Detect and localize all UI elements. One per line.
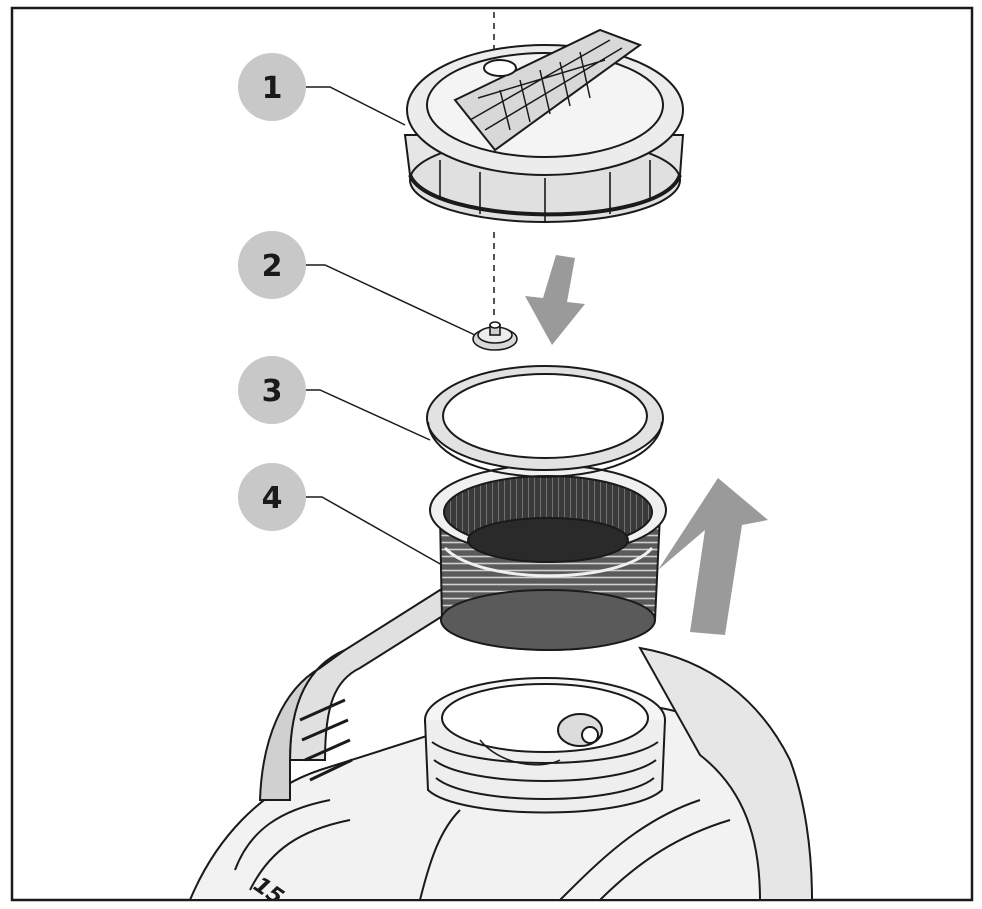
callout-number: 3 [262, 374, 283, 409]
filter-basket [429, 464, 667, 651]
callout-number: 1 [262, 71, 283, 106]
callout-4: 4 [238, 463, 443, 566]
callout-2: 2 [238, 231, 476, 336]
callout-1: 1 [238, 53, 406, 126]
up-arrow-icon [658, 478, 768, 635]
sprayer-tank [188, 588, 814, 900]
cap [403, 28, 685, 223]
small-seal [472, 321, 518, 351]
callout-number: 4 [262, 481, 283, 516]
callout-number: 2 [262, 249, 283, 284]
callout-3: 3 [238, 356, 431, 441]
sealing-ring [426, 365, 664, 479]
down-arrow-icon [525, 255, 585, 345]
